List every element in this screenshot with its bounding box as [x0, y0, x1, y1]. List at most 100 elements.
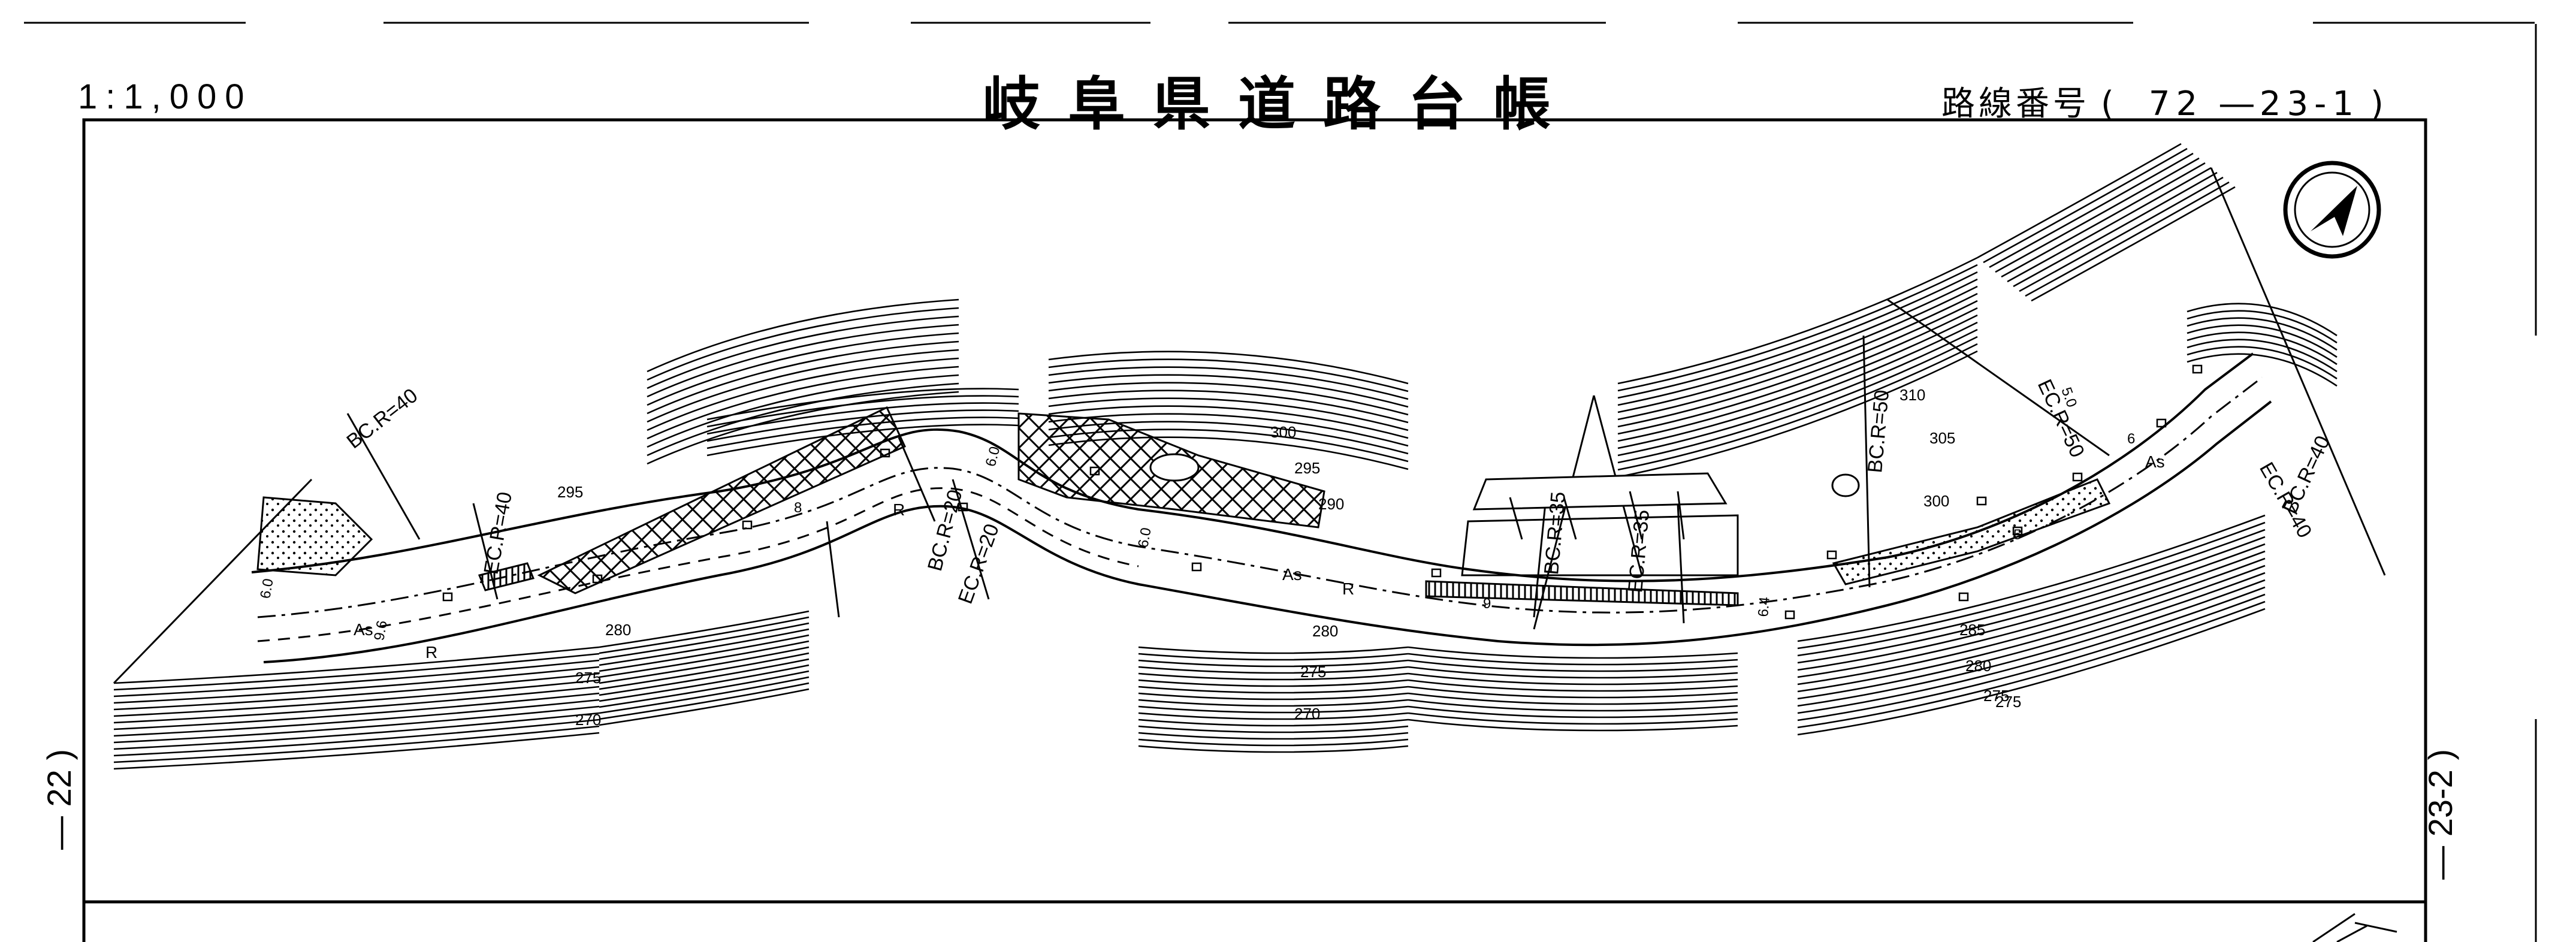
contour-line	[647, 332, 959, 406]
width-label: 6	[2127, 431, 2135, 447]
contour-line	[647, 382, 959, 457]
north-arrow-icon	[2283, 161, 2381, 259]
contour-line	[2187, 339, 2338, 373]
contour-line	[1408, 653, 1738, 666]
contour-line	[1617, 321, 1978, 449]
contour-line	[706, 402, 1019, 435]
boundary-marker-icon	[1784, 610, 1795, 620]
contour-line	[2013, 171, 2218, 288]
contour-label: 280	[1312, 622, 1338, 640]
contour-line	[599, 640, 810, 678]
contour-line	[1138, 646, 1409, 654]
contour-label: 300	[1923, 492, 1949, 510]
curve-label: BC.R=20	[923, 487, 967, 573]
contour-line	[1408, 659, 1738, 672]
width-label: 6.0	[983, 445, 1004, 468]
boundary-marker-icon	[1958, 592, 1969, 602]
contour-label: 270	[1294, 705, 1320, 723]
contour-line	[1797, 572, 2266, 700]
contour-line	[1617, 343, 1978, 471]
contour-line	[2187, 303, 2338, 337]
contour-line	[647, 307, 959, 381]
cultivated-area-west	[537, 406, 906, 594]
contour-line	[2007, 167, 2212, 283]
contour-line	[1989, 152, 2194, 268]
contour-line	[599, 658, 810, 696]
contour-label: 270	[575, 711, 601, 729]
curve-label: BC.R=40	[343, 384, 422, 453]
contour-line	[1138, 745, 1409, 753]
contour-line	[1797, 586, 2266, 714]
route-number-value: 72 ―23-1	[2148, 84, 2360, 123]
contour-line	[1797, 593, 2266, 721]
boundary-marker-icon	[592, 574, 603, 584]
contour-line	[1138, 666, 1409, 674]
contour-line	[1138, 738, 1409, 747]
route-paren-close: )	[2370, 84, 2387, 123]
contour-line	[1617, 256, 1978, 385]
contour-line	[599, 634, 810, 672]
contour-line	[1138, 653, 1409, 661]
contour-line	[113, 653, 600, 691]
contour-label: 310	[1899, 386, 1925, 404]
page-title: 岐阜県道路台帳	[983, 71, 1578, 138]
curve-label: EC.R=20	[954, 521, 1004, 607]
contour-line	[1048, 382, 1409, 416]
contour-line	[1983, 147, 2188, 264]
contour-line	[1408, 699, 1738, 712]
contour-label: 305	[1929, 429, 1955, 447]
dotted-area-east	[1832, 478, 2111, 585]
contour-line	[599, 646, 810, 684]
contour-line	[113, 712, 600, 750]
width-label: 9	[1483, 596, 1491, 612]
contour-line	[2187, 317, 2338, 351]
width-labels: 6.0 9.6 8 6.0 6.0 9 6.4 5.0 6 5	[257, 385, 2135, 642]
embankment-hatch	[1425, 580, 1739, 606]
contour-line	[1617, 328, 1978, 457]
width-label: 6.4	[1755, 596, 1773, 618]
road-shoulder-dashes	[257, 487, 1139, 642]
contour-line	[1138, 725, 1409, 733]
boundary-marker-icon	[958, 502, 968, 512]
contour-line	[1617, 278, 1978, 406]
contour-line	[1408, 646, 1738, 659]
contour-line	[1408, 672, 1738, 686]
contour-line	[1138, 718, 1409, 727]
contour-line	[2019, 176, 2224, 292]
contour-line	[1797, 529, 2266, 657]
contour-line	[113, 725, 600, 763]
road-labels: As As As R R R	[354, 452, 2165, 662]
boundary-marker-icon	[2072, 472, 2083, 482]
boundary-marker-icon	[1191, 562, 1202, 572]
contour-line	[1617, 307, 1978, 435]
contour-line	[647, 324, 959, 398]
marker-label: R	[893, 500, 905, 519]
trim-marks	[24, 22, 2537, 942]
contour-line	[1048, 405, 1409, 439]
contour-label: 275	[1300, 663, 1326, 681]
contour-line	[706, 388, 1019, 421]
contour-line	[113, 646, 600, 684]
boundary-marker-icon	[1826, 550, 1837, 560]
route-paren-open: (	[2101, 84, 2118, 123]
contour-line	[599, 676, 810, 714]
contour-line	[1048, 413, 1409, 447]
contour-line	[647, 357, 959, 431]
surface-label: As	[2145, 452, 2165, 471]
contour-line	[647, 349, 959, 423]
contour-line	[1797, 550, 2266, 678]
contour-line	[599, 628, 810, 666]
contour-line	[2001, 162, 2206, 278]
contour-line	[2187, 346, 2338, 380]
contour-line	[1138, 692, 1409, 701]
contour-line	[113, 705, 600, 744]
contour-line	[113, 672, 600, 711]
contour-line	[2025, 181, 2230, 297]
contour-line	[1617, 271, 1978, 399]
contour-line	[1138, 679, 1409, 687]
contour-line	[2187, 324, 2338, 358]
contour-line	[113, 732, 600, 770]
contour-line	[1617, 336, 1978, 464]
contour-label: 280	[1965, 657, 1991, 675]
